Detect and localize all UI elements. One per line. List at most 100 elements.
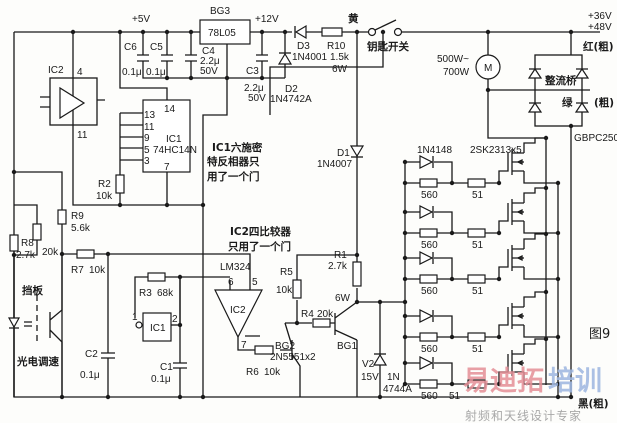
junction-dot xyxy=(496,230,502,236)
label-c2: C2 xyxy=(85,349,98,360)
label-c3-v: 50V xyxy=(248,93,266,104)
label-ic1-gate: IC1 xyxy=(150,323,166,334)
motor xyxy=(475,54,501,80)
label-d2: D2 xyxy=(285,84,298,95)
label-ic1-pin3: 3 xyxy=(144,156,150,167)
label-ic1-pin5: 5 xyxy=(144,145,150,156)
mosfet-2sk2313 xyxy=(516,254,523,262)
resistor-560 xyxy=(419,178,438,188)
label-560: 560 xyxy=(421,190,438,201)
note-ic1-line2: 特反相器只 xyxy=(207,155,260,168)
label-pin7: 7 xyxy=(241,340,247,351)
label-36v: +36V xyxy=(588,11,612,22)
label-ic1-pin13: 13 xyxy=(144,110,156,121)
label-ic1-pin1: 1 xyxy=(132,312,138,323)
label-ic2-pin11: 11 xyxy=(77,130,88,141)
junction-dot xyxy=(496,381,502,387)
label-560: 560 xyxy=(421,286,438,297)
junction-dot xyxy=(555,180,561,186)
photo-interrupter xyxy=(7,254,63,397)
label-r4-val: 20k xyxy=(317,309,334,320)
label-48v: +48V xyxy=(588,22,612,33)
label-red-thick: 红(粗) xyxy=(583,40,614,53)
watermark-main1: 易迪拓 xyxy=(463,366,544,397)
note-ic1-line3: 用了一个门 xyxy=(206,170,260,183)
resistor-51 xyxy=(467,228,486,238)
label-ic1-pin9: 9 xyxy=(144,133,150,144)
label-v2-val: 15V xyxy=(361,372,379,383)
label-shutter: 挡板 xyxy=(22,284,43,297)
junction-dot xyxy=(449,276,455,282)
ic1-74hc14n xyxy=(142,99,191,173)
label-r6: R6 xyxy=(246,367,259,378)
figure-label: 图9 xyxy=(589,327,610,342)
label-bg3: BG3 xyxy=(210,6,230,17)
labels: +5V BG3 78L05 +12V 黄 +36V +48V 红(粗) 绿 (粗… xyxy=(16,6,617,410)
zener-v2 xyxy=(372,353,388,366)
resistors xyxy=(9,174,362,355)
junction-dot xyxy=(402,334,408,340)
label-560: 560 xyxy=(421,391,438,402)
label-motor-power1: 500W~ xyxy=(437,54,469,65)
diode-1n4148 xyxy=(419,356,434,370)
label-ic1: IC1 xyxy=(166,134,182,145)
label-v2-part2: 4744A xyxy=(383,384,412,395)
label-51: 51 xyxy=(449,391,461,402)
junction-dot xyxy=(402,230,408,236)
label-c4-val: 2.2μ xyxy=(200,56,220,67)
resistor-r2 xyxy=(115,174,125,194)
note-ic2-line2: 只用了一个门 xyxy=(228,240,291,253)
junction-dot xyxy=(555,230,561,236)
label-key-switch: 钥匙开关 xyxy=(367,40,409,53)
label-12v: +12V xyxy=(255,14,279,25)
label-r7-val: 10k xyxy=(89,265,106,276)
junction-dot xyxy=(555,276,561,282)
label-560: 560 xyxy=(421,344,438,355)
label-ic2: IC2 xyxy=(48,65,64,76)
ic2-block xyxy=(49,77,98,126)
label-yellow: 黄 xyxy=(348,12,359,25)
mosfet-2sk2313 xyxy=(516,208,523,216)
junction-dot xyxy=(543,336,549,342)
key-switch[interactable] xyxy=(367,19,403,37)
label-r2: R2 xyxy=(98,179,111,190)
mosfet-2sk2313 xyxy=(516,359,523,367)
resistor-r5 xyxy=(292,279,302,299)
watermark: 易迪拓 培训 射频和天线设计专家 xyxy=(463,366,602,423)
label-pin5: 5 xyxy=(252,277,258,288)
label-r1-val: 2.7k xyxy=(328,261,348,272)
label-2sk2313: 2SK2313x5 xyxy=(470,145,522,156)
junction-dot xyxy=(496,334,502,340)
junction-dot xyxy=(496,276,502,282)
label-r3-val: 68k xyxy=(157,288,174,299)
junction-dot xyxy=(543,135,549,141)
label-c6: C6 xyxy=(124,42,137,53)
label-c5-val: 0.1μ xyxy=(146,67,166,78)
junction-dot xyxy=(543,185,549,191)
label-c3: C3 xyxy=(246,66,259,77)
diode-d3 xyxy=(294,24,307,40)
label-r5: R5 xyxy=(280,267,293,278)
label-motor: M xyxy=(484,63,492,74)
label-r6-val: 10k xyxy=(264,367,281,378)
ic1-inverter xyxy=(135,312,172,342)
comparator-lm324 xyxy=(214,280,263,351)
label-r10-w: 6W xyxy=(332,64,348,75)
junction-dot xyxy=(555,381,561,387)
junction-dot xyxy=(402,276,408,282)
junction-dot xyxy=(449,180,455,186)
label-c6-val: 0.1μ xyxy=(122,67,142,78)
label-r4: R4 xyxy=(301,309,314,320)
label-78l05: 78L05 xyxy=(208,28,236,39)
resistor-r10 xyxy=(321,27,343,37)
label-ic2-pin4: 4 xyxy=(77,67,83,78)
label-pin6: 6 xyxy=(228,277,234,288)
junction-dot xyxy=(543,289,549,295)
label-ic1-pin2: 2 xyxy=(172,314,178,325)
label-thick: (粗) xyxy=(594,96,614,109)
resistor-560 xyxy=(419,228,438,238)
note-ic2-line1: IC2四比较器 xyxy=(230,225,291,238)
label-d3: D3 xyxy=(297,41,310,52)
label-black-thick: 黑(粗) xyxy=(578,397,609,410)
